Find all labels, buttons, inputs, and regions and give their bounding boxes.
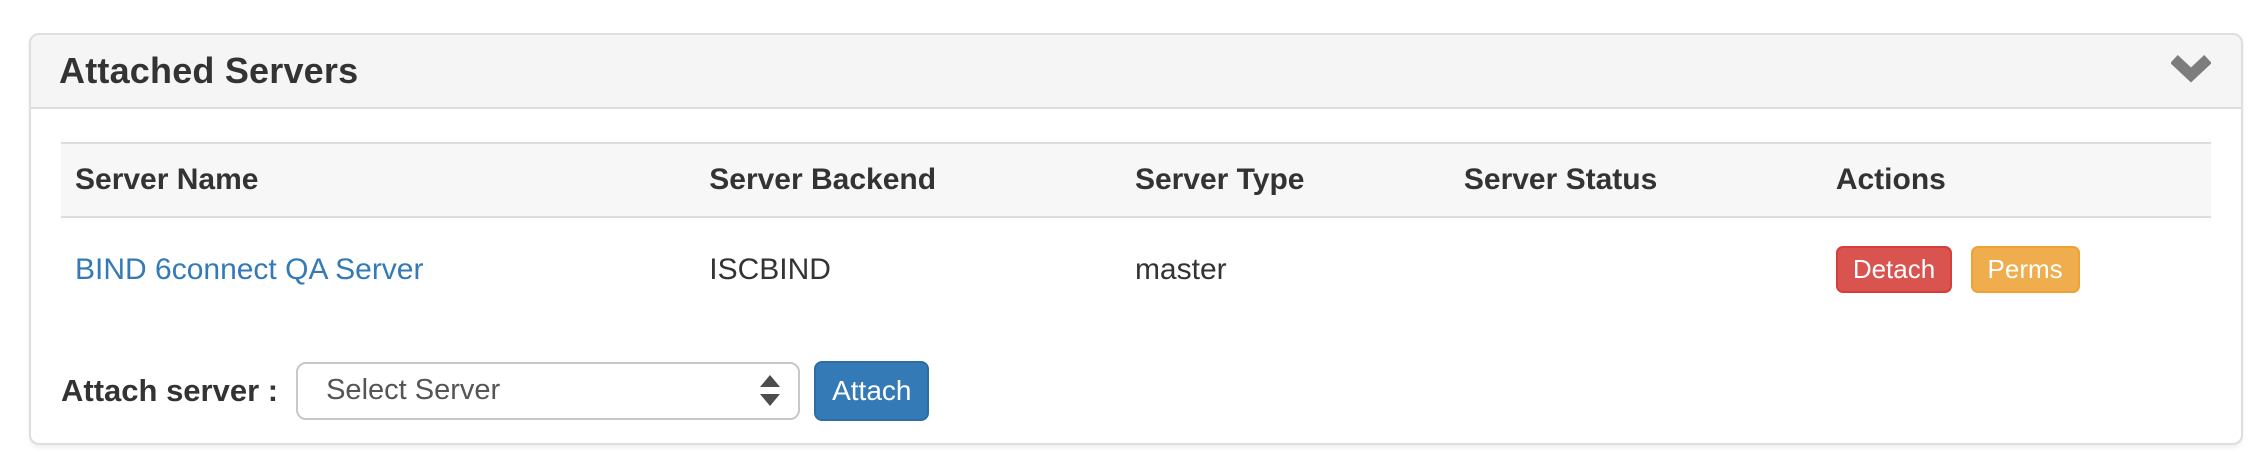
server-select[interactable]: Select Server (296, 361, 801, 420)
header-server-backend: Server Backend (709, 163, 937, 196)
dropdown-arrows-icon (760, 375, 781, 407)
perms-button[interactable]: Perms (1970, 246, 2080, 294)
header-server-type: Server Type (1134, 163, 1305, 196)
header-server-name: Server Name (75, 163, 259, 196)
cell-server-backend: ISCBIND (709, 252, 831, 286)
attach-server-label: Attach server : (61, 372, 279, 408)
cell-server-type: master (1134, 252, 1227, 286)
table-row: BIND 6connect QA Server ISCBIND master D… (61, 217, 2211, 321)
arrow-up-icon (760, 375, 781, 388)
attached-servers-table: Server Name Server Backend Server Type S… (61, 142, 2211, 321)
chevron-down-icon (2170, 54, 2212, 88)
server-select-value: Select Server (326, 374, 501, 407)
collapse-panel-button[interactable] (2169, 49, 2213, 93)
table-header-row: Server Name Server Backend Server Type S… (61, 143, 2211, 217)
server-name-link[interactable]: BIND 6connect QA Server (75, 252, 424, 286)
attached-servers-panel: Attached Servers Server Name Server Back… (29, 33, 2243, 445)
header-actions: Actions (1835, 163, 1946, 196)
cell-server-name: BIND 6connect QA Server (61, 217, 695, 321)
detach-button[interactable]: Detach (1835, 246, 1953, 294)
panel-title: Attached Servers (59, 50, 359, 91)
panel-heading: Attached Servers (31, 35, 2241, 109)
attach-button[interactable]: Attach (814, 361, 930, 421)
header-server-status: Server Status (1463, 163, 1658, 196)
cell-actions: Detach Perms (1822, 217, 2211, 321)
cell-server-status (1450, 217, 1822, 321)
arrow-down-icon (760, 394, 781, 407)
panel-body: Server Name Server Backend Server Type S… (31, 109, 2241, 421)
attach-server-row: Attach server : Select Server Attach (61, 361, 2211, 421)
